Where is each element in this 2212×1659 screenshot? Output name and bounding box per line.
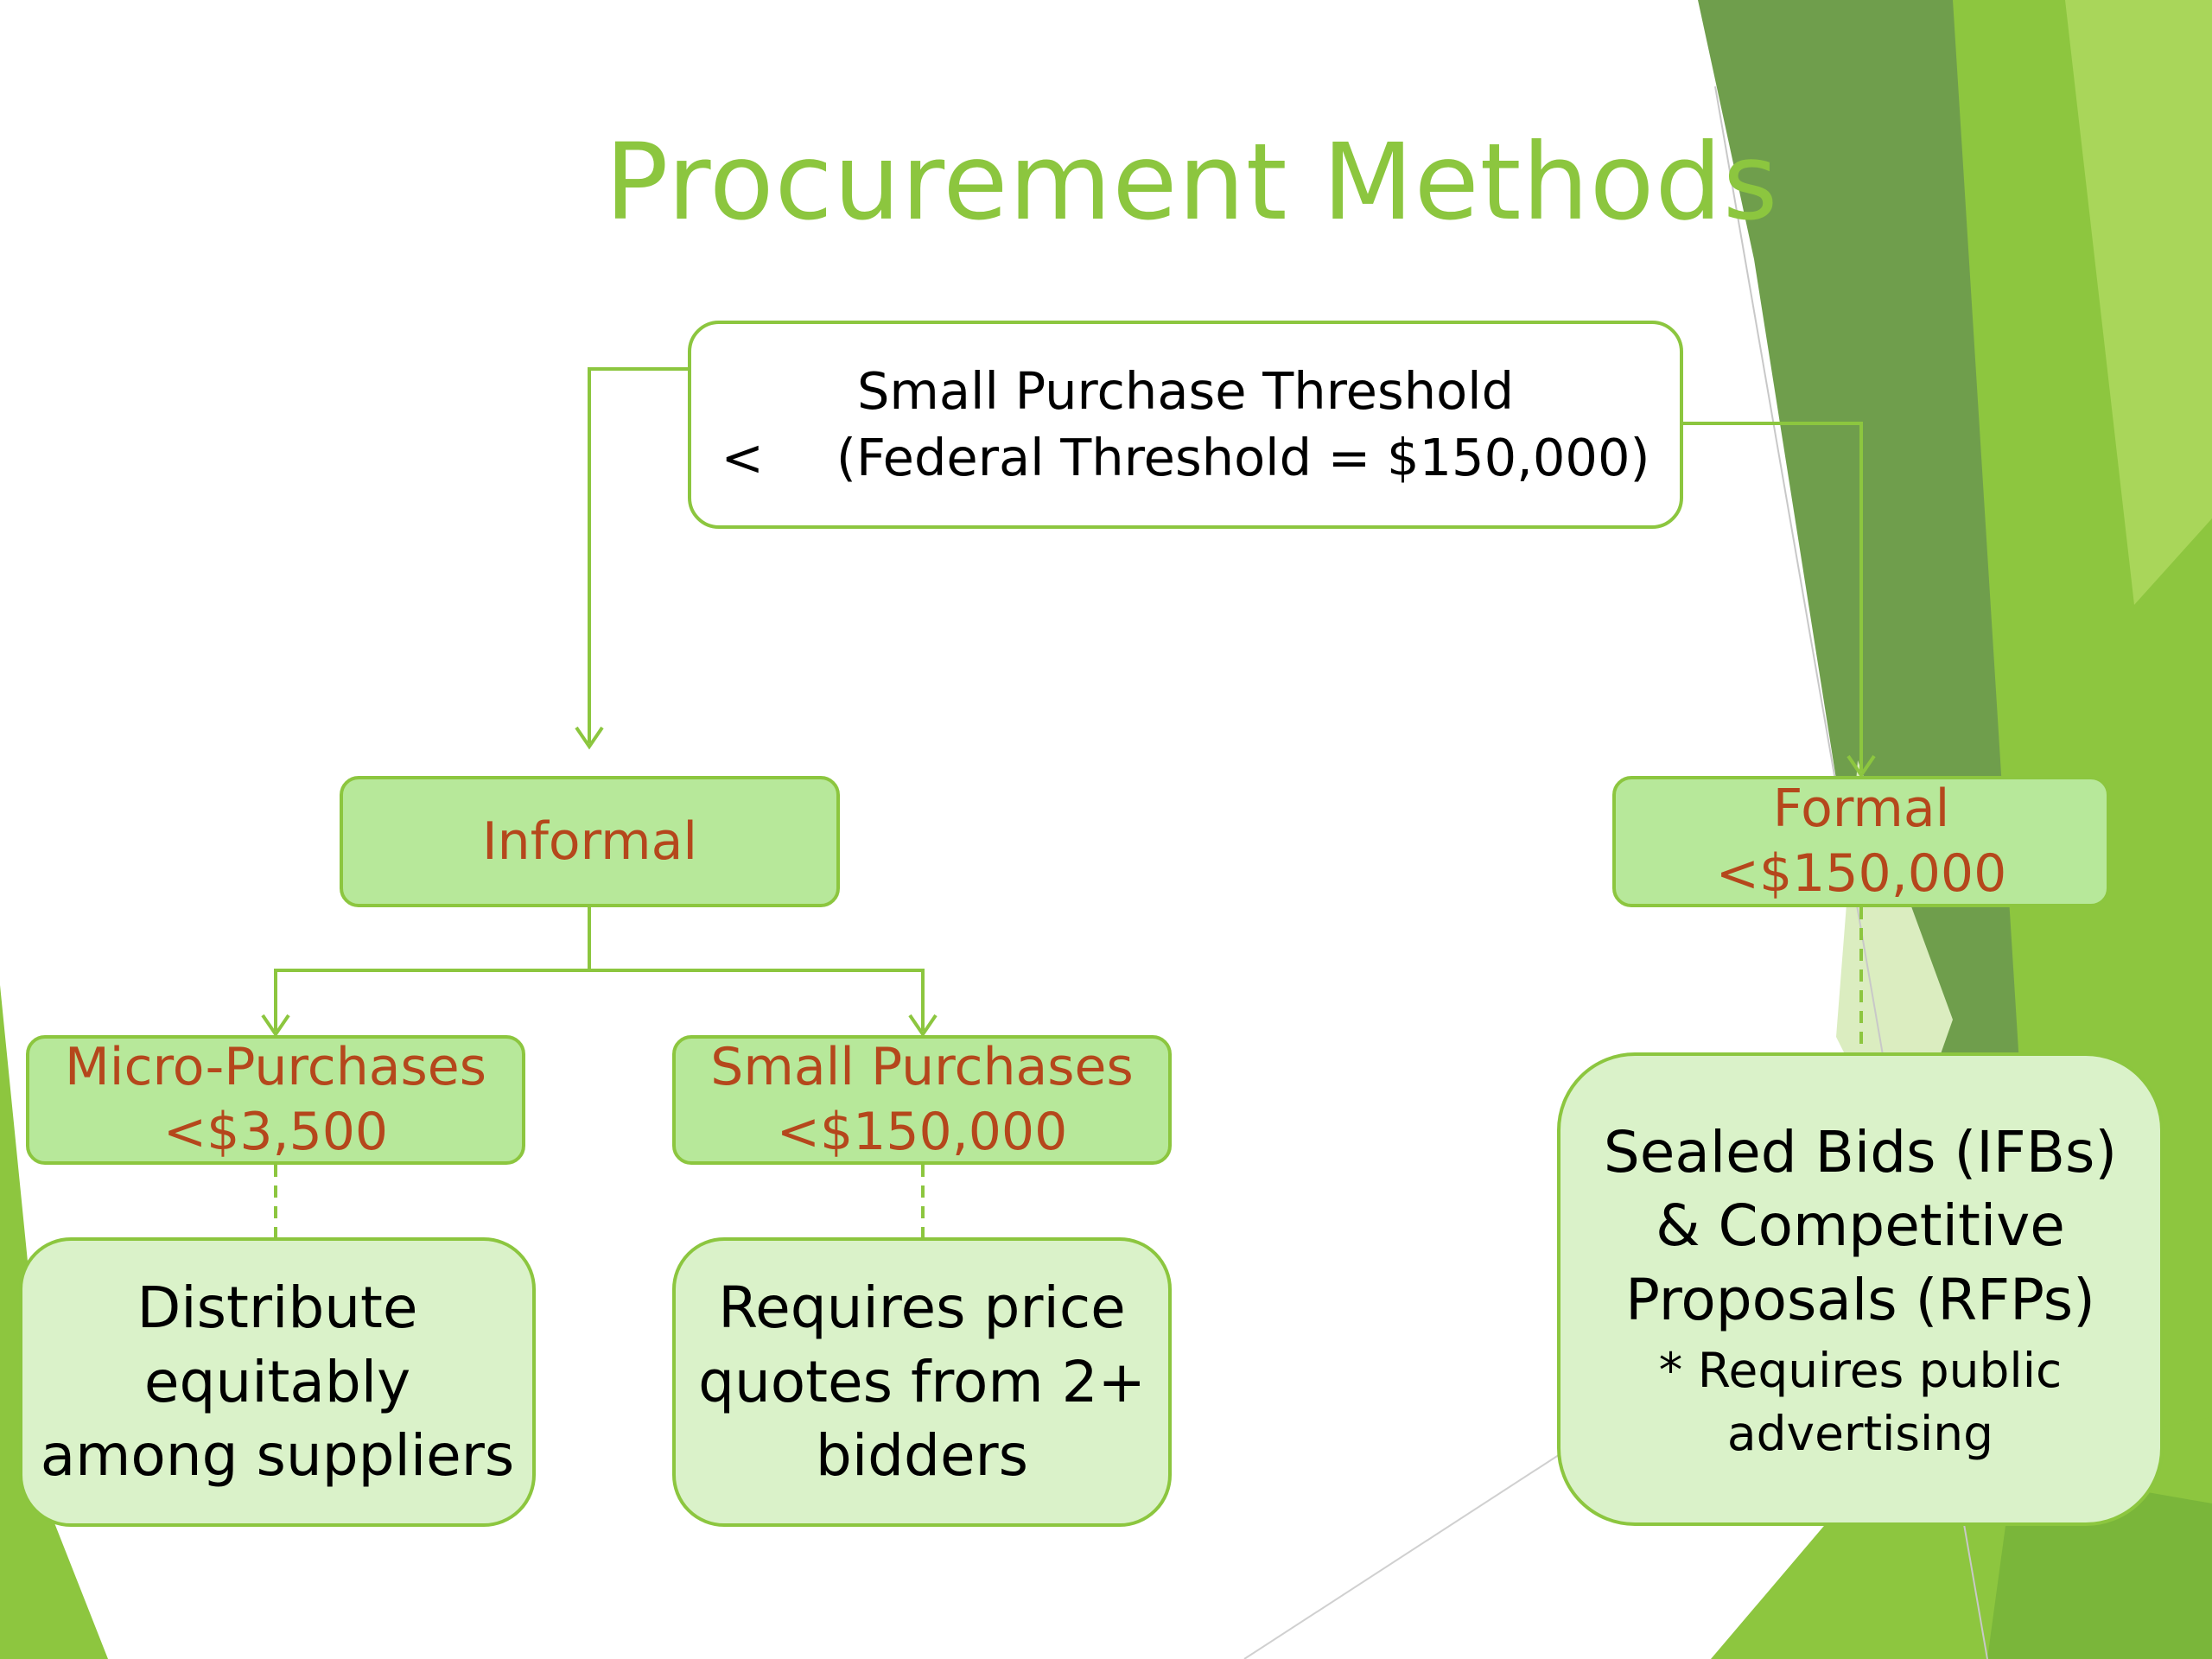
description-line: Sealed Bids (IFBs) (1604, 1116, 2117, 1190)
footnote-line: advertising (1727, 1404, 1993, 1464)
small-amount: <$150,000 (777, 1100, 1068, 1165)
formal-label: Formal (1773, 777, 1950, 842)
micro-amount: <$3,500 (163, 1100, 388, 1165)
formal-amount: <$150,000 (1716, 842, 2007, 906)
description-line: Requires price (718, 1271, 1125, 1345)
threshold-line1: Small Purchase Threshold (857, 359, 1514, 425)
small-purchases-box: Small Purchases <$150,000 (672, 1035, 1172, 1165)
micro-label: Micro-Purchases (65, 1035, 486, 1100)
description-line: quotes from 2+ (698, 1345, 1146, 1420)
small-purchase-threshold-box: Small Purchase Threshold < (Federal Thre… (688, 321, 1683, 529)
less-than-symbol: < (721, 425, 763, 492)
connector-root-informal (589, 369, 688, 743)
formal-description-box: Sealed Bids (IFBs) & Competitive Proposa… (1557, 1052, 2164, 1526)
informal-box: Informal (340, 776, 840, 907)
connector-informal-small (589, 970, 923, 1031)
micro-description-box: Distribute equitably among suppliers (19, 1237, 536, 1527)
description-line: bidders (816, 1419, 1028, 1493)
micro-purchases-box: Micro-Purchases <$3,500 (26, 1035, 525, 1165)
connector-root-formal (1683, 423, 1861, 772)
description-line: Distribute (137, 1271, 417, 1345)
small-description-box: Requires price quotes from 2+ bidders (672, 1237, 1172, 1527)
description-line: Proposals (RFPs) (1625, 1263, 2095, 1338)
informal-label: Informal (482, 810, 697, 874)
small-label: Small Purchases (710, 1035, 1133, 1100)
formal-box: Formal <$150,000 (1612, 776, 2110, 907)
description-line: & Competitive (1656, 1189, 2065, 1263)
federal-threshold-text: (Federal Threshold = $150,000) (836, 425, 1650, 492)
description-line: equitably (144, 1345, 410, 1420)
connector-informal-children (276, 907, 589, 1031)
footnote-line: * Requires public (1659, 1341, 2062, 1401)
description-line: among suppliers (41, 1419, 515, 1493)
threshold-line2: < (Federal Threshold = $150,000) (691, 425, 1680, 492)
slide-title: Procurement Methods (605, 121, 1711, 244)
